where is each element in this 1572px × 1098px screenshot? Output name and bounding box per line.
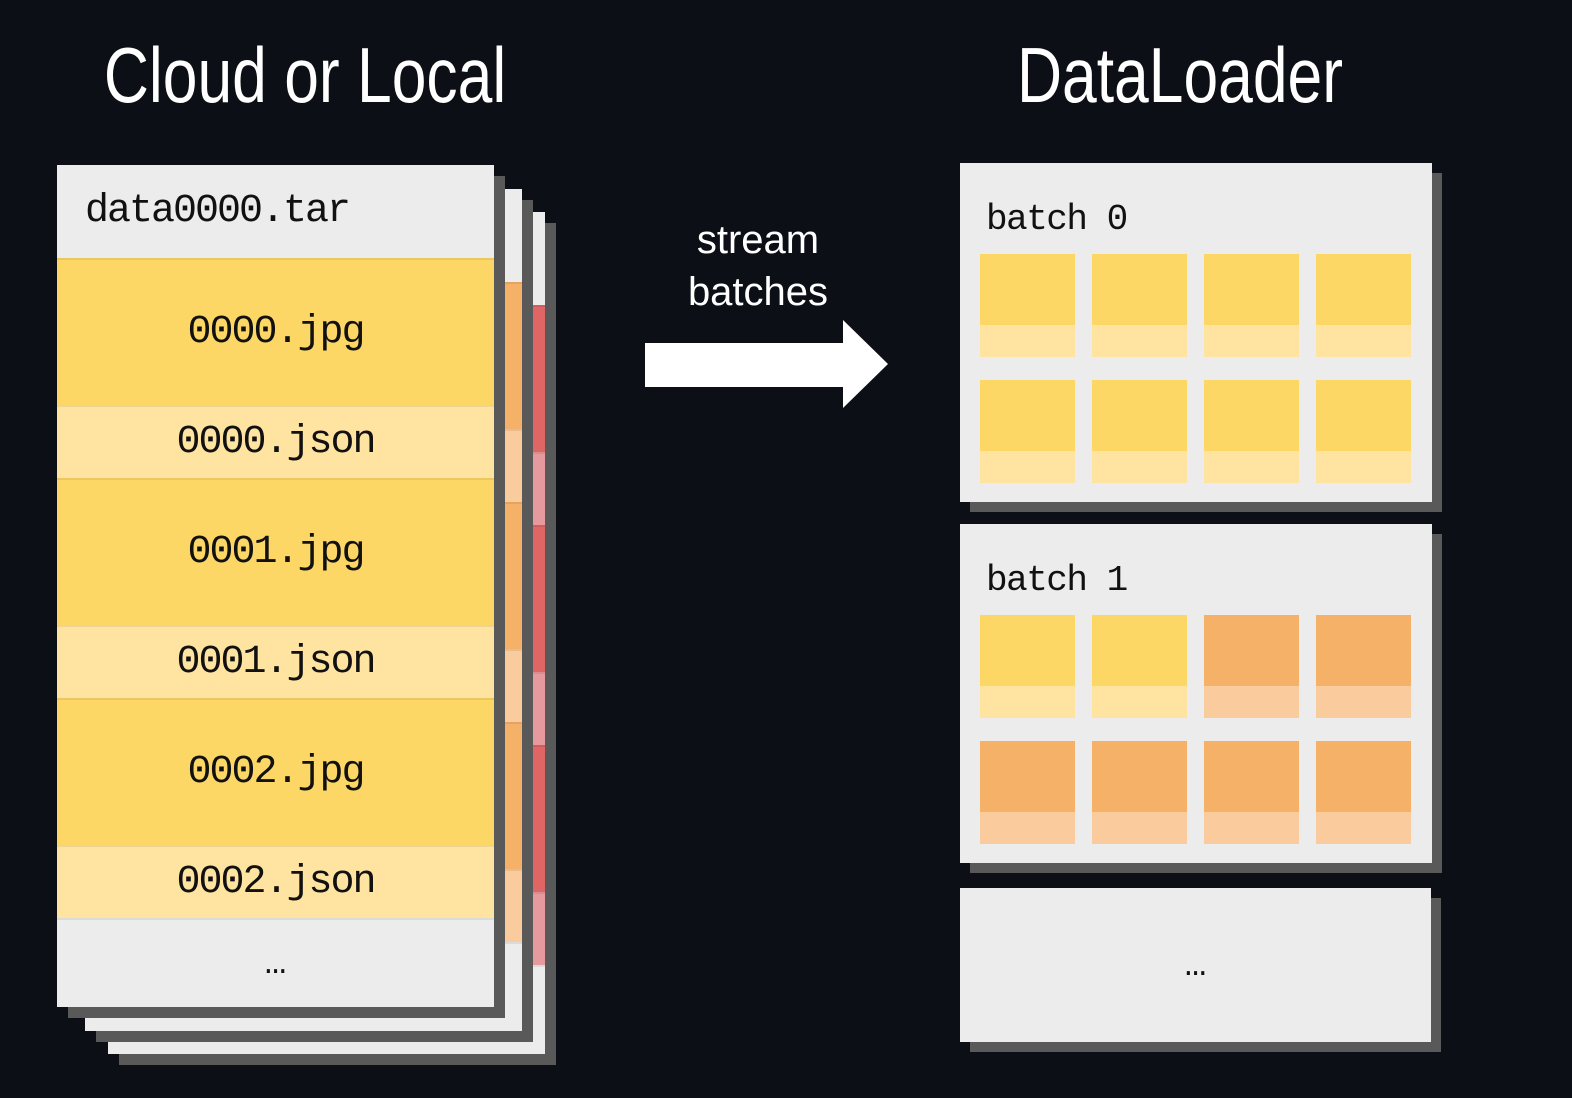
file-row-jpg: 0001.jpg — [57, 478, 494, 625]
right-arrow-icon — [645, 320, 888, 408]
batch-1-label: batch 1 — [986, 560, 1128, 601]
sample-annotation-swatch — [980, 686, 1075, 718]
sample-annotation-swatch — [1092, 812, 1187, 844]
sample-tile-yellow — [1316, 254, 1411, 357]
sample-annotation-swatch — [980, 451, 1075, 483]
file-row-json: 0002.json — [57, 845, 494, 918]
sample-image-swatch — [980, 741, 1075, 812]
sample-annotation-swatch — [1092, 686, 1187, 718]
sample-image-swatch — [1204, 380, 1299, 451]
sample-tile-yellow — [980, 254, 1075, 357]
sample-annotation-swatch — [1204, 686, 1299, 718]
sample-tile-yellow — [980, 380, 1075, 483]
sample-image-swatch — [1092, 254, 1187, 325]
sample-tile-orange — [1204, 615, 1299, 718]
sample-image-swatch — [1316, 254, 1411, 325]
sample-image-swatch — [1092, 741, 1187, 812]
sample-annotation-swatch — [1316, 686, 1411, 718]
sample-annotation-swatch — [1092, 325, 1187, 357]
sample-image-swatch — [1204, 615, 1299, 686]
sample-annotation-swatch — [1316, 812, 1411, 844]
file-row-json: 0001.json — [57, 625, 494, 698]
sample-annotation-swatch — [1092, 451, 1187, 483]
file-row-json: 0000.json — [57, 405, 494, 478]
stream-batches-label: stream batches — [687, 218, 829, 314]
batch-0-label: batch 0 — [986, 199, 1128, 240]
sample-image-swatch — [1204, 741, 1299, 812]
sample-annotation-swatch — [1204, 812, 1299, 844]
sample-image-swatch — [1092, 615, 1187, 686]
sample-annotation-swatch — [980, 325, 1075, 357]
sample-image-swatch — [1204, 254, 1299, 325]
file-row-jpg: 0000.jpg — [57, 258, 494, 405]
sample-tile-yellow — [1204, 380, 1299, 483]
file-row-jpg: 0002.jpg — [57, 698, 494, 845]
batch-1-tiles — [980, 615, 1411, 844]
sample-image-swatch — [1316, 615, 1411, 686]
sample-annotation-swatch — [980, 812, 1075, 844]
shard-name: data0000.tar — [85, 189, 351, 234]
more-files-ellipsis: … — [57, 918, 494, 1007]
left-column-title: Cloud or Local — [103, 31, 507, 119]
right-column-title: DataLoader — [1016, 31, 1344, 119]
more-batches-ellipsis: … — [1184, 944, 1207, 986]
sample-annotation-swatch — [1316, 325, 1411, 357]
batch-0-tiles — [980, 254, 1411, 483]
sample-image-swatch — [980, 615, 1075, 686]
sample-image-swatch — [980, 254, 1075, 325]
sample-tile-orange — [1316, 741, 1411, 844]
sample-image-swatch — [1092, 380, 1187, 451]
sample-tile-orange — [1204, 741, 1299, 844]
sample-image-swatch — [980, 380, 1075, 451]
sample-annotation-swatch — [1316, 451, 1411, 483]
sample-image-swatch — [1316, 741, 1411, 812]
sample-tile-yellow — [1092, 615, 1187, 718]
sample-tile-yellow — [1316, 380, 1411, 483]
sample-annotation-swatch — [1204, 451, 1299, 483]
sample-tile-orange — [980, 741, 1075, 844]
sample-image-swatch — [1316, 380, 1411, 451]
sample-tile-yellow — [1092, 254, 1187, 357]
sample-annotation-swatch — [1204, 325, 1299, 357]
sample-tile-yellow — [980, 615, 1075, 718]
more-batches-card: … — [960, 888, 1431, 1042]
batch-1-card: batch 1 — [960, 524, 1432, 863]
batch-0-card: batch 0 — [960, 163, 1432, 502]
sample-tile-orange — [1316, 615, 1411, 718]
sample-tile-yellow — [1092, 380, 1187, 483]
sample-tile-orange — [1092, 741, 1187, 844]
sample-tile-yellow — [1204, 254, 1299, 357]
